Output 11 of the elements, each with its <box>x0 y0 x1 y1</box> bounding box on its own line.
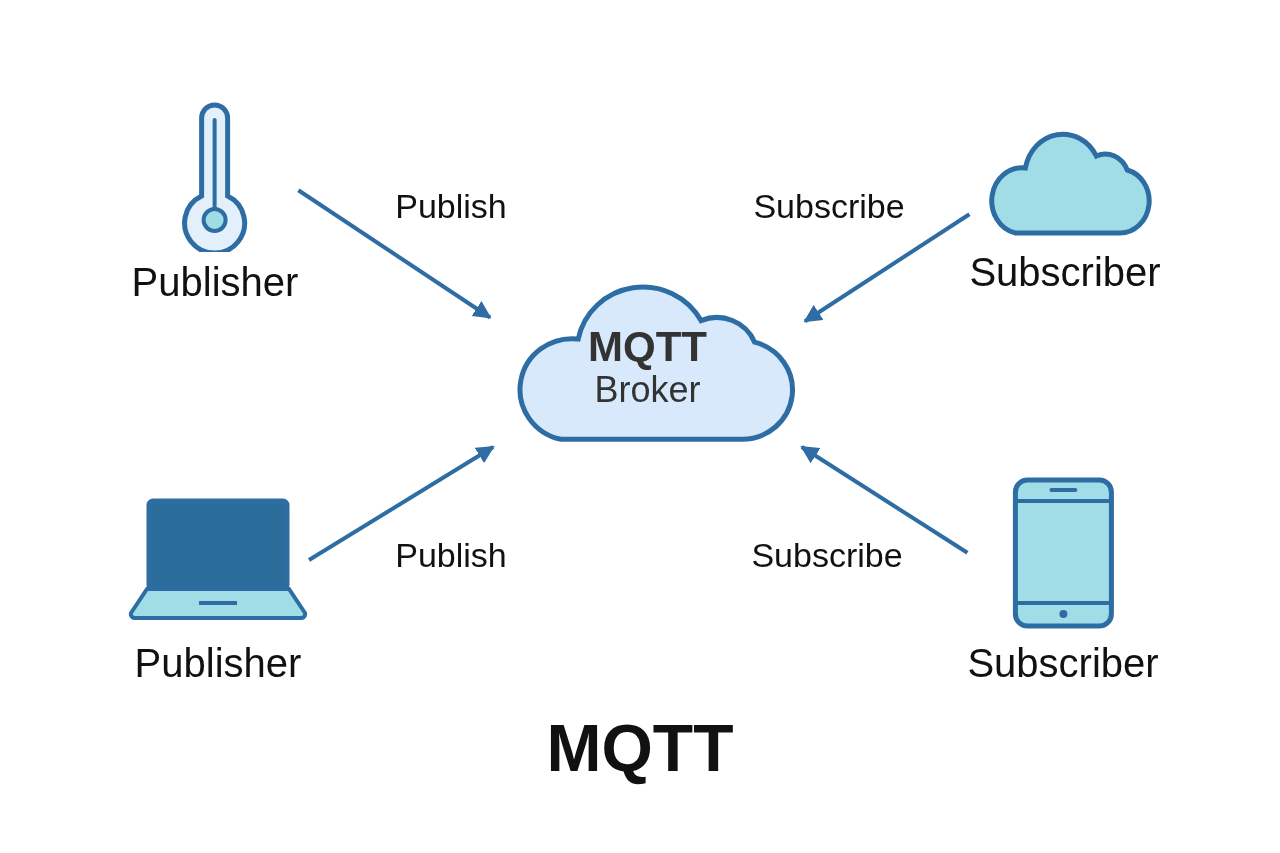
arrow <box>800 445 969 555</box>
diagram-title: MQTT <box>545 710 735 786</box>
node-label: Subscriber <box>969 250 1161 295</box>
arrow <box>297 188 492 320</box>
node-label: Subscriber <box>967 641 1159 686</box>
node-label: Broker <box>594 369 701 410</box>
arrow <box>307 445 495 562</box>
node-label: MQTT <box>588 323 707 370</box>
arrow <box>803 212 971 323</box>
node-label: Publisher <box>134 641 302 686</box>
node-label: Publisher <box>131 260 299 305</box>
